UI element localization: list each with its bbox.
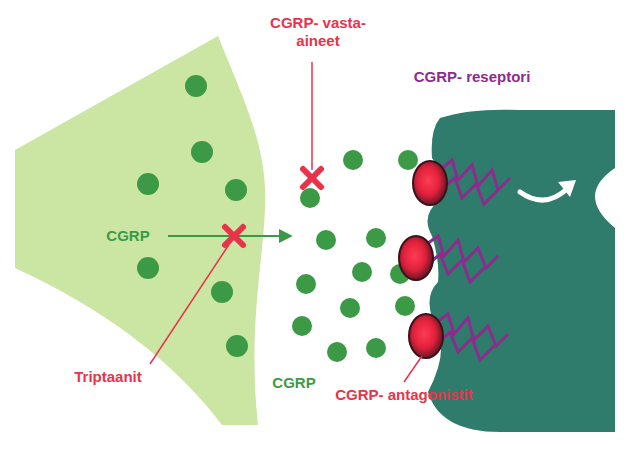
signal-arrow <box>520 188 568 200</box>
antibody-label: CGRP- vasta-aineet <box>258 14 378 50</box>
cgrp-vesicles <box>137 75 248 357</box>
molecule-label: CGRP <box>93 227 163 245</box>
antagonist-label: CGRP- antagonistit <box>334 386 474 404</box>
block-marks <box>225 169 321 245</box>
release-arrow <box>168 235 290 237</box>
molecule-label: CGRP <box>259 374 329 392</box>
leader-lines <box>150 62 422 382</box>
drug-label: Triptaanit <box>53 368 163 386</box>
presynaptic-terminal <box>15 36 265 425</box>
signal-arrow-head <box>558 180 576 197</box>
receptor-label: CGRP- reseptori <box>412 68 532 86</box>
postsynaptic-cell <box>428 110 616 432</box>
cgrp-receptors <box>399 161 447 358</box>
